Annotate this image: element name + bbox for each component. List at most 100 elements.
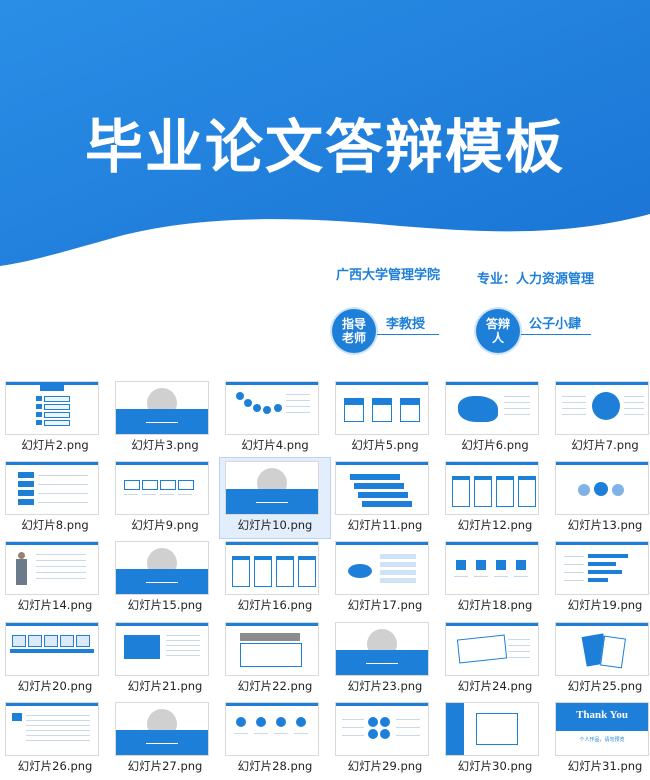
thumbnail-filename: 幻灯片25.png [567,679,643,693]
thumb-shape [372,404,392,422]
slide-thumbnail[interactable]: 幻灯片26.png [0,699,110,779]
thumb-shape [36,412,42,417]
thumb-shape [226,542,318,545]
slide-thumbnail[interactable]: 幻灯片14.png [0,538,110,618]
thumbnail-image [225,461,319,515]
slide-thumbnail[interactable]: 幻灯片8.png [0,458,110,538]
defender-badge: 答辩人 [476,309,520,353]
thumb-shape [36,560,86,561]
thumbnail-image [5,381,99,435]
slide-thumbnail[interactable]: 幻灯片23.png [330,619,440,699]
slide-thumbnail[interactable]: 幻灯片3.png [110,378,220,458]
slide-thumbnail[interactable]: 幻灯片17.png [330,538,440,618]
thumb-shape [342,719,364,720]
slide-thumbnail[interactable]: 幻灯片4.png [220,378,330,458]
slide-thumbnail[interactable]: 幻灯片13.png [550,458,650,538]
thumb-shape [588,562,616,566]
slide-thumbnail[interactable]: 幻灯片5.png [330,378,440,458]
slide-thumbnail[interactable]: 幻灯片7.png [550,378,650,458]
thumb-shape [6,703,98,706]
thumb-shape [336,650,428,675]
slide-thumbnail[interactable]: 幻灯片22.png [220,619,330,699]
thumbnail-image [5,541,99,595]
thumb-shape [624,402,644,403]
slide-thumbnail[interactable]: 幻灯片2.png [0,378,110,458]
thumb-shape [380,562,416,567]
thumbnail-image [5,622,99,676]
thumbnail-filename: 幻灯片2.png [21,438,89,452]
thumbnail-image [335,461,429,515]
slide-thumbnail[interactable]: 幻灯片11.png [330,458,440,538]
thumb-shape [76,635,90,647]
thumb-shape [40,385,64,391]
thumbnail-filename: 幻灯片18.png [457,598,533,612]
thumb-shape [562,402,586,403]
slide-thumbnail[interactable]: 幻灯片16.png [220,538,330,618]
slide-thumbnail[interactable]: 幻灯片20.png [0,619,110,699]
thumbnail-image [225,381,319,435]
slide-thumbnail[interactable]: 幻灯片21.png [110,619,220,699]
slide-thumbnail[interactable]: 幻灯片25.png [550,619,650,699]
thumb-shape [564,556,584,557]
thumb-shape [12,635,26,647]
thumb-shape [564,572,584,573]
thumb-shape [342,727,364,728]
thumb-shape [336,462,428,465]
thumb-shape [116,730,208,755]
thumb-shape [116,623,208,626]
slide-thumbnail[interactable]: 幻灯片18.png [440,538,550,618]
thumbnail-image [445,461,539,515]
thumb-shape [298,556,316,587]
thumb-shape [612,484,624,496]
thumb-shape [286,406,310,407]
thumb-shape [556,462,648,465]
thumb-shape [446,703,464,755]
thumbnail-filename: 幻灯片3.png [131,438,199,452]
thumbnail-filename: 幻灯片20.png [17,679,93,693]
thanks-text: Thank You [576,709,628,721]
thumbnail-image [115,461,209,515]
thumb-shape [358,492,408,498]
thumb-shape [368,717,378,727]
slide-thumbnail[interactable]: 幻灯片9.png [110,458,220,538]
thumbnail-filename: 幻灯片19.png [567,598,643,612]
thumbnail-image [115,622,209,676]
thumb-shape [296,717,306,727]
slide-thumbnail[interactable]: 幻灯片15.png [110,538,220,618]
thumb-shape [344,398,364,404]
slide-thumbnail[interactable]: 幻灯片19.png [550,538,650,618]
thumbnail-image [335,541,429,595]
slide-thumbnail[interactable]: 幻灯片27.png [110,699,220,779]
thumb-shape [556,542,648,545]
thumb-shape [26,740,90,741]
slide-thumbnail[interactable]: 幻灯片12.png [440,458,550,538]
thumb-shape [518,476,536,507]
slide-thumbnail[interactable]: 幻灯片6.png [440,378,550,458]
thumb-shape [256,717,266,727]
thumb-shape [142,480,158,490]
thumbnail-filename: 幻灯片11.png [347,518,423,532]
thumbnail-filename: 幻灯片13.png [567,518,643,532]
thumb-shape [26,735,90,736]
slide-thumbnail[interactable]: 幻灯片30.png [440,699,550,779]
thumb-shape [6,462,98,465]
slide-thumbnail[interactable]: 幻灯片29.png [330,699,440,779]
thumb-shape [146,582,178,583]
thumbnail-filename: 幻灯片4.png [241,438,309,452]
thumbnail-filename: 幻灯片23.png [347,679,423,693]
major-name: 专业：人力资源管理 [477,272,595,287]
slide-thumbnail[interactable]: 幻灯片10.png [219,457,331,539]
slide-thumbnail[interactable]: 幻灯片28.png [220,699,330,779]
thumb-shape [336,542,428,545]
slide-thumbnail[interactable]: 幻灯片24.png [440,619,550,699]
thumb-shape [26,725,90,726]
thumbnail-filename: 幻灯片8.png [21,518,89,532]
thumb-shape [254,733,268,734]
thumb-shape [508,651,530,652]
thumb-shape [396,735,420,736]
thumbnail-filename: 幻灯片31.png [567,759,643,773]
thumb-shape [36,566,86,567]
thumb-shape [232,556,250,587]
